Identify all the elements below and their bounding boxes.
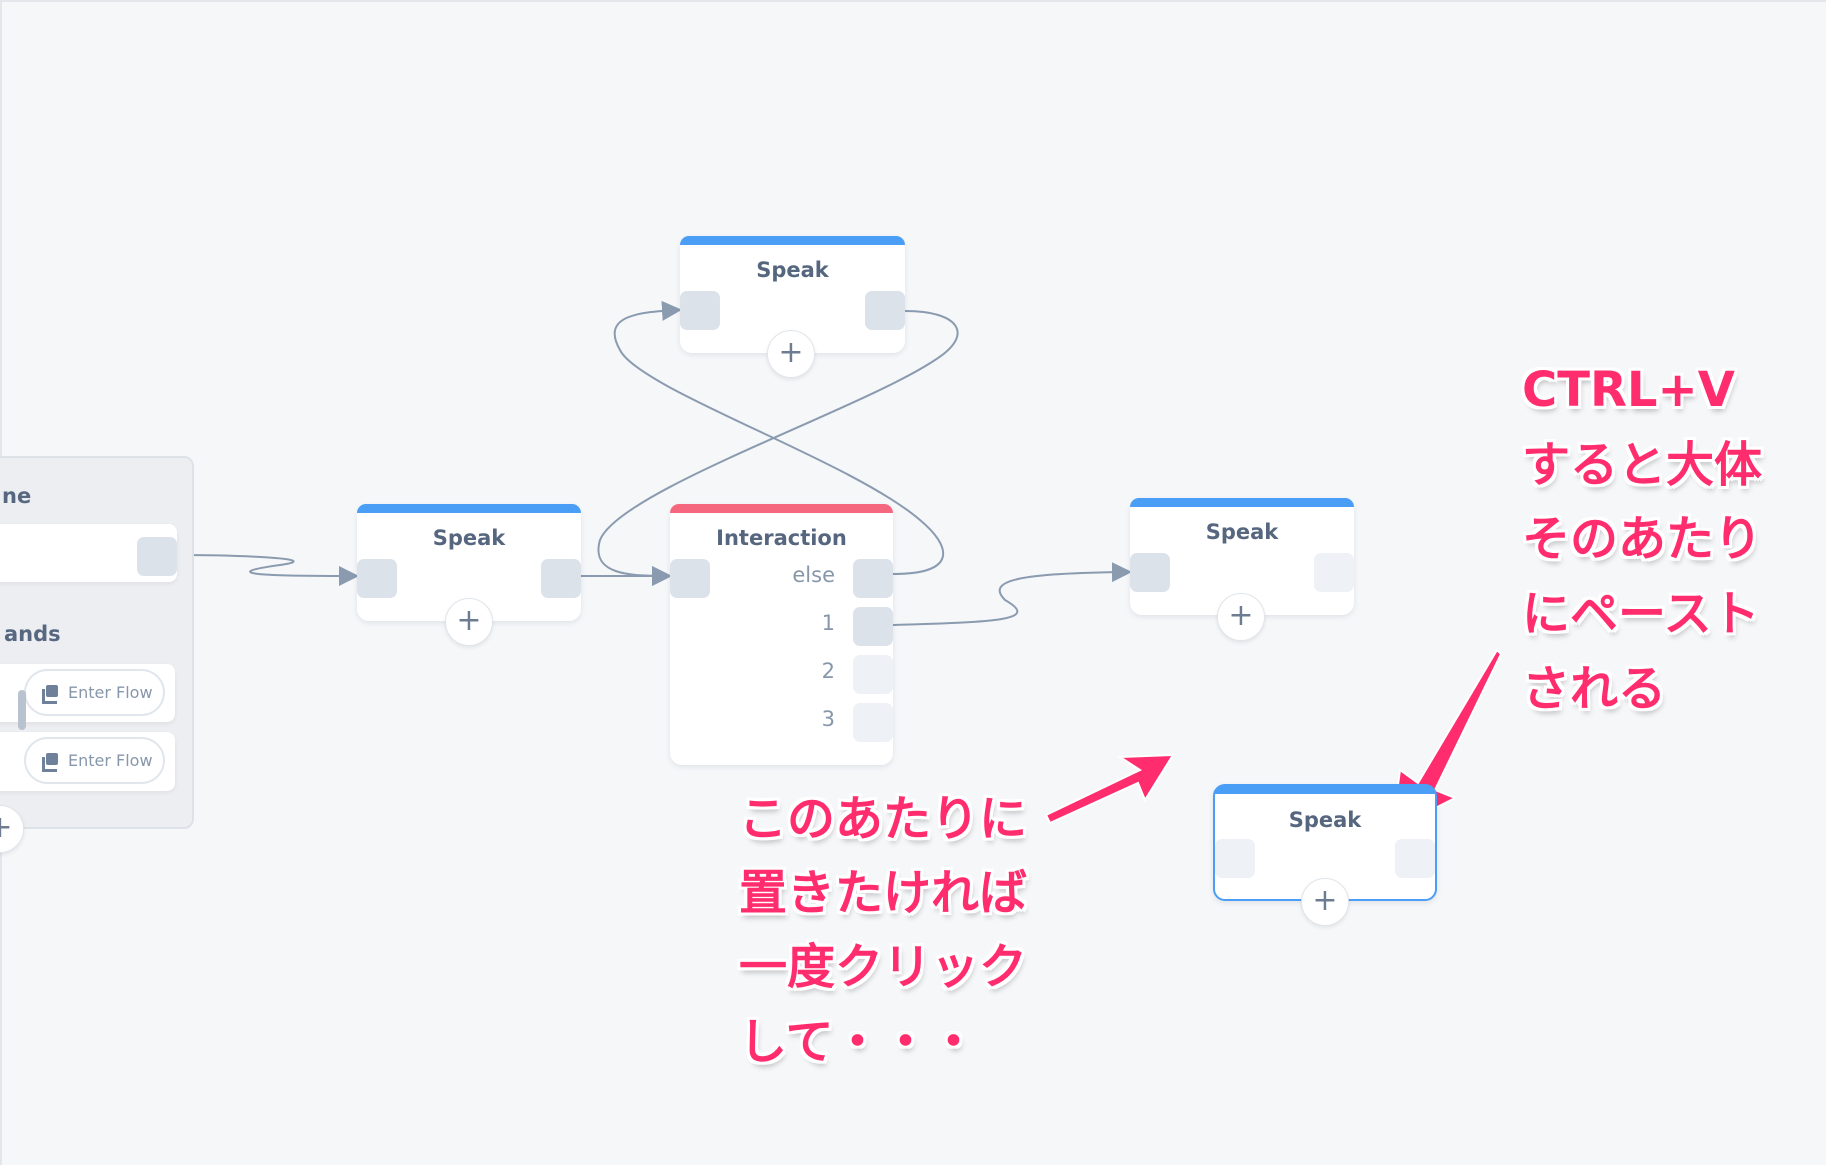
annotation-center-line-4: して・・・ — [739, 1014, 978, 1070]
edge-else-to-speak-top — [613, 300, 944, 575]
speak-node[interactable]: Speak + — [357, 504, 581, 646]
output-port-1[interactable] — [853, 607, 893, 646]
input-port[interactable] — [670, 559, 710, 598]
enter-flow-button[interactable]: Enter Flow — [24, 737, 165, 784]
annotation-right-line-2: すると大体 — [1522, 437, 1763, 493]
output-port-2[interactable] — [853, 655, 893, 694]
speak-node[interactable]: Speak + — [680, 236, 905, 378]
panel-section-heading: ands — [4, 622, 61, 646]
edge-1-to-speak-right — [892, 562, 1132, 626]
node-header-bar — [680, 236, 905, 245]
node-header-bar — [357, 504, 581, 513]
node-header-bar — [670, 504, 893, 513]
annotation-center-line-2: 置きたければ — [739, 865, 1028, 921]
node-title: Speak — [1205, 520, 1279, 544]
command-row: Enter Flow — [0, 664, 175, 722]
input-port[interactable] — [1130, 553, 1170, 592]
node-header-bar — [1215, 785, 1435, 794]
node-title: Speak — [432, 526, 506, 550]
input-port[interactable] — [357, 559, 397, 598]
speak-node-pasted[interactable]: Speak + — [1213, 784, 1437, 926]
output-port-3[interactable] — [853, 703, 893, 742]
canvas-top-border — [0, 0, 1826, 2]
output-port[interactable] — [1314, 553, 1354, 592]
output-port[interactable] — [865, 291, 905, 330]
output-label-else: else — [792, 563, 835, 587]
annotation-center-line-1: このあたりに — [739, 791, 1028, 847]
annotation-right-line-3: そのあたり — [1522, 511, 1763, 567]
output-label-3: 3 — [821, 707, 835, 731]
output-label-2: 2 — [821, 659, 835, 683]
node-title: Speak — [756, 258, 829, 282]
left-flow-panel: ne ands Enter Flow Enter Flow — [0, 456, 194, 829]
copy-stack-icon — [42, 684, 58, 704]
output-port[interactable] — [137, 537, 177, 576]
add-button[interactable]: + — [445, 598, 493, 646]
enter-flow-label: Enter Flow — [68, 683, 153, 702]
annotation-right-line-4: にペースト — [1522, 586, 1760, 642]
arrow-to-click-area — [1044, 753, 1175, 825]
annotation-right-line-5: される — [1522, 661, 1667, 717]
speak-node[interactable]: Speak + — [1130, 498, 1354, 641]
annotation-right-line-1: CTRL+V — [1522, 362, 1735, 418]
interaction-node[interactable]: Interaction else 1 2 3 — [670, 504, 893, 765]
add-button[interactable]: + — [1217, 593, 1265, 641]
command-row: Enter Flow — [0, 732, 175, 791]
output-label-1: 1 — [821, 611, 835, 635]
output-port[interactable] — [1395, 839, 1435, 878]
panel-heading: ne — [2, 484, 32, 508]
output-port-else[interactable] — [853, 559, 893, 598]
output-port[interactable] — [541, 559, 581, 598]
add-button[interactable]: + — [1301, 878, 1349, 926]
input-port[interactable] — [680, 291, 720, 330]
node-header-bar — [1130, 498, 1354, 507]
copy-stack-icon — [42, 752, 58, 772]
panel-input-row[interactable] — [0, 524, 177, 582]
add-button[interactable]: + — [767, 330, 815, 378]
enter-flow-label: Enter Flow — [68, 751, 153, 770]
edge-speak-top-to-interaction — [597, 310, 959, 586]
scrollbar[interactable] — [18, 690, 26, 730]
edge-start-to-speak — [174, 554, 359, 586]
annotation-center-line-3: 一度クリック — [739, 939, 1028, 995]
node-title: Interaction — [716, 526, 847, 550]
input-port[interactable] — [1215, 839, 1255, 878]
enter-flow-button[interactable]: Enter Flow — [24, 669, 165, 716]
node-title: Speak — [1288, 808, 1362, 832]
